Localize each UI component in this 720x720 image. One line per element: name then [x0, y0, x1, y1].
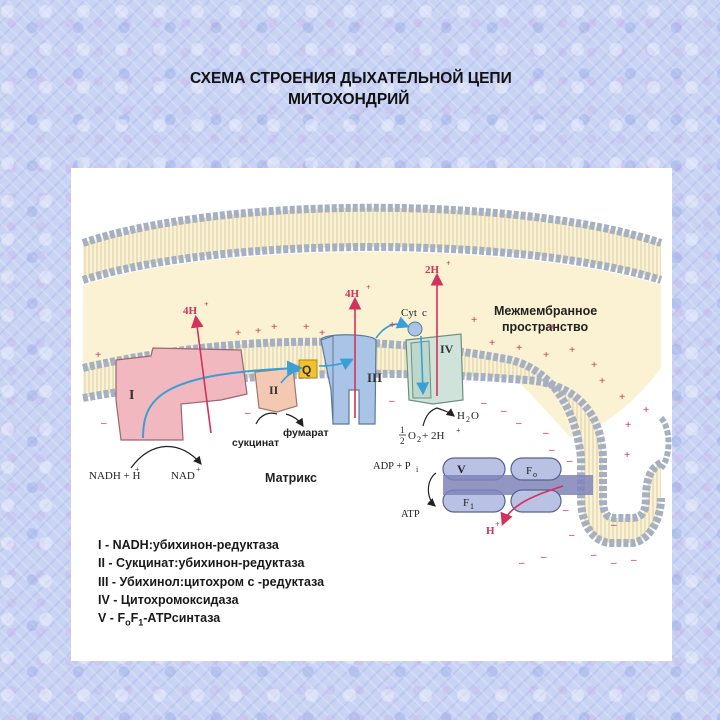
slide-title-line2: МИТОХОНДРИЙ: [190, 89, 650, 110]
slide-title: СХЕМА СТРОЕНИЯ ДЫХАТЕЛЬНОЙ ЦЕПИ МИТОХОНД…: [190, 68, 650, 110]
svg-text:o: o: [533, 470, 537, 479]
svg-text:+: +: [271, 321, 277, 333]
ubiquinone-q: Q: [299, 360, 317, 378]
legend-item-V: V - FoF1-АТРсинтаза: [98, 609, 428, 632]
svg-text:+: +: [389, 319, 395, 331]
svg-text:+: +: [549, 321, 555, 333]
svg-text:+: +: [489, 337, 495, 349]
adp-label: ADP + P: [373, 461, 411, 472]
svg-text:+: +: [543, 349, 549, 361]
svg-text:–: –: [500, 405, 507, 417]
svg-text:+: +: [569, 344, 575, 356]
complex-V-label: V: [457, 462, 466, 476]
nad-label: NAD: [171, 470, 195, 482]
cyt-c-label: c: [422, 307, 427, 319]
atp-label: ATP: [401, 509, 420, 520]
svg-text:–: –: [610, 557, 617, 569]
q-label: Q: [302, 363, 311, 377]
legend-item-II: II - Сукцинат:убихинон-редуктаза: [98, 554, 428, 572]
proton-label-IV-charge: +: [446, 259, 451, 268]
svg-text:–: –: [244, 407, 251, 419]
svg-text:–: –: [548, 444, 555, 456]
proton-label-III: 4H: [345, 288, 360, 300]
complex-I-label: I: [129, 388, 134, 403]
svg-text:+: +: [303, 321, 309, 333]
svg-text:+: +: [625, 419, 631, 431]
legend-item-III: III - Убихинол:цитохром с -редуктаза: [98, 573, 428, 591]
fo-label: F: [526, 465, 532, 477]
svg-text:–: –: [568, 529, 575, 541]
svg-text:+: +: [95, 349, 101, 361]
svg-text:2: 2: [417, 435, 421, 444]
f1-label: F: [463, 497, 469, 509]
svg-text:–: –: [542, 427, 549, 439]
svg-text:O: O: [471, 410, 479, 422]
svg-text:+: +: [235, 327, 241, 339]
proton-label-I-charge: +: [204, 300, 209, 309]
cyt-label: Cyt: [401, 307, 417, 319]
complex-II-label: II: [269, 383, 279, 397]
h2o-label: H: [457, 410, 465, 422]
svg-text:+: +: [495, 520, 500, 529]
svg-text:+: +: [255, 325, 261, 337]
complex-III-label: III: [367, 370, 382, 385]
complex-IV-label: IV: [440, 342, 454, 356]
svg-text:–: –: [518, 557, 525, 569]
svg-text:2: 2: [400, 436, 405, 446]
matrix-label: Матрикс: [265, 471, 317, 485]
svg-text:+: +: [516, 342, 522, 354]
proton-label-I: 4H: [183, 305, 198, 317]
legend-item-IV: IV - Цитохромоксидаза: [98, 591, 428, 609]
succinate-label: сукцинат: [232, 437, 279, 449]
slide-title-line1: СХЕМА СТРОЕНИЯ ДЫХАТЕЛЬНОЙ ЦЕПИ: [190, 68, 650, 89]
intermembrane-label-1: Межмембранное: [494, 304, 597, 318]
svg-text:–: –: [610, 519, 617, 531]
proton-label-IV: 2H: [425, 264, 440, 276]
complex-II: II: [255, 368, 297, 412]
legend: I - NADH:убихинон-редуктаза II - Сукцина…: [98, 536, 428, 632]
svg-text:2: 2: [466, 415, 470, 424]
svg-text:1: 1: [400, 425, 405, 435]
svg-text:–: –: [566, 455, 573, 467]
svg-text:–: –: [590, 549, 597, 561]
o2-label: O: [408, 430, 416, 442]
fumarate-label: фумарат: [283, 427, 329, 439]
svg-text:i: i: [416, 465, 419, 474]
intermembrane-label-2: пространство: [502, 320, 588, 334]
svg-text:–: –: [100, 417, 107, 429]
proton-label-V: H: [486, 525, 495, 537]
svg-text:–: –: [562, 504, 569, 516]
nadh-label: NADH + H: [89, 470, 140, 482]
svg-text:–: –: [540, 551, 547, 563]
svg-text:+: +: [643, 404, 649, 416]
complex-III: III: [321, 335, 382, 424]
svg-text:+: +: [619, 391, 625, 403]
svg-text:+: +: [319, 327, 325, 339]
proton-label-III-charge: +: [366, 283, 371, 292]
svg-text:+: +: [591, 359, 597, 371]
svg-text:–: –: [480, 397, 487, 409]
complex-IV: IV: [406, 334, 463, 404]
svg-text:+: +: [135, 465, 140, 474]
svg-text:+: +: [196, 465, 201, 474]
svg-text:+: +: [624, 449, 630, 461]
svg-text:+: +: [599, 375, 605, 387]
svg-text:–: –: [388, 395, 395, 407]
svg-text:+: +: [471, 314, 477, 326]
svg-text:+: +: [456, 426, 461, 435]
svg-text:–: –: [630, 554, 637, 566]
svg-text:1: 1: [470, 502, 474, 511]
legend-item-I: I - NADH:убихинон-редуктаза: [98, 536, 428, 554]
complex-I: I: [116, 348, 247, 440]
svg-text:+ 2H: + 2H: [422, 430, 444, 442]
svg-text:–: –: [515, 417, 522, 429]
